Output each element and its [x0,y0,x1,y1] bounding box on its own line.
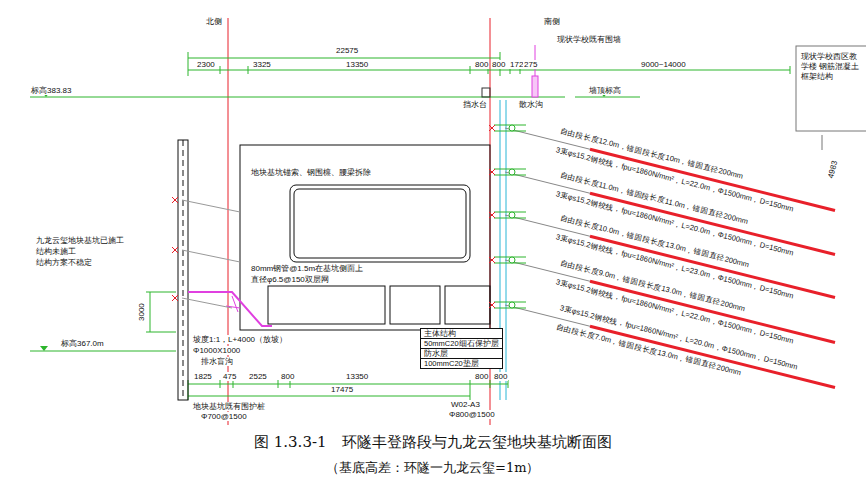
figure-caption: 图 1.3.3-1 环隧丰登路段与九龙云玺地块基坑断面图 [253,434,613,451]
dimension: 800 [491,60,506,69]
note: 地块基坑锚索、钢围檩、腰梁拆除 [250,168,372,177]
note: 坡度1:1，L+4000（放坡） [192,335,288,344]
anchor-part [590,236,835,297]
anchor-part [489,212,495,218]
dimension: 275 [523,60,538,69]
anchor-part [489,169,495,175]
note: 九龙云玺地块基坑已施工 [35,236,125,245]
dimension: 800 [474,60,489,69]
dimension: 800 [280,372,295,381]
building-box: 现状学校西区教学楼 钢筋混凝土框架结构 [798,48,864,126]
note: 墙顶标高 [588,86,622,95]
building-label: 现状学校西区教学楼 钢筋混凝土框架结构 [801,52,861,82]
note: 结构方案不稳定 [35,258,93,267]
dimension: 800 [474,372,489,381]
dimension: 1825 [193,372,213,381]
anchor-part [509,302,515,308]
note: W02-A3 [450,400,481,409]
table-row: 防水层 [421,349,502,359]
anchor-part [489,257,495,263]
note: 地块基坑既有围护桩 [192,402,266,411]
table-row: 50mmC20细石保护层 [421,339,502,349]
anchor-part [489,125,495,131]
dimension: 22575 [335,46,359,55]
note: 直径φ6.5@150双层网 [250,275,330,284]
table-row: 100mmC20垫层 [421,359,502,368]
dimension: 3325 [252,60,272,69]
elevation: 标高383.83 [30,86,72,95]
dimension: 4983 [826,159,840,180]
anchor-part [590,281,835,342]
note: 挡水台 [462,100,488,109]
side-label: 北侧 [205,17,223,26]
note: 结构未施工 [35,247,77,256]
anchor-part [590,326,835,387]
dimension: 800 [493,372,508,381]
dimension: 13350 [345,60,369,69]
elevation: 标高367.0m [60,339,105,348]
dimension: 17475 [330,385,354,394]
table-row: 主体结构 [421,329,502,339]
note: 排水盲沟 [200,357,234,366]
dimension: 475 [222,372,237,381]
subcaption: （基底高差：环隧一九龙云玺=1m） [325,461,541,476]
side-label: 南侧 [543,17,561,26]
note: 80mm钢管@1.5m在基坑侧面上 [250,264,364,273]
dimension: 2300 [196,60,216,69]
note: Φ1000X1000 [192,346,241,355]
note: Φ800@1500 [448,410,496,419]
structure-table: 主体结构50mmC20细石保护层防水层100mmC20垫层 [420,328,503,369]
anchor-part [509,125,515,131]
dimension: 13350 [345,372,369,381]
note: 散水沟 [518,100,544,109]
anchor-part [509,257,515,263]
anchor-part [509,212,515,218]
anchor-part [509,169,515,175]
anchor-part [489,302,495,308]
note: Φ700@1500 [200,412,248,421]
dimension: 3000 [137,302,146,322]
dimension: 9000~14000 [640,60,687,69]
note: 现状学校既有围墙 [556,35,622,44]
dimension: 2525 [248,372,268,381]
